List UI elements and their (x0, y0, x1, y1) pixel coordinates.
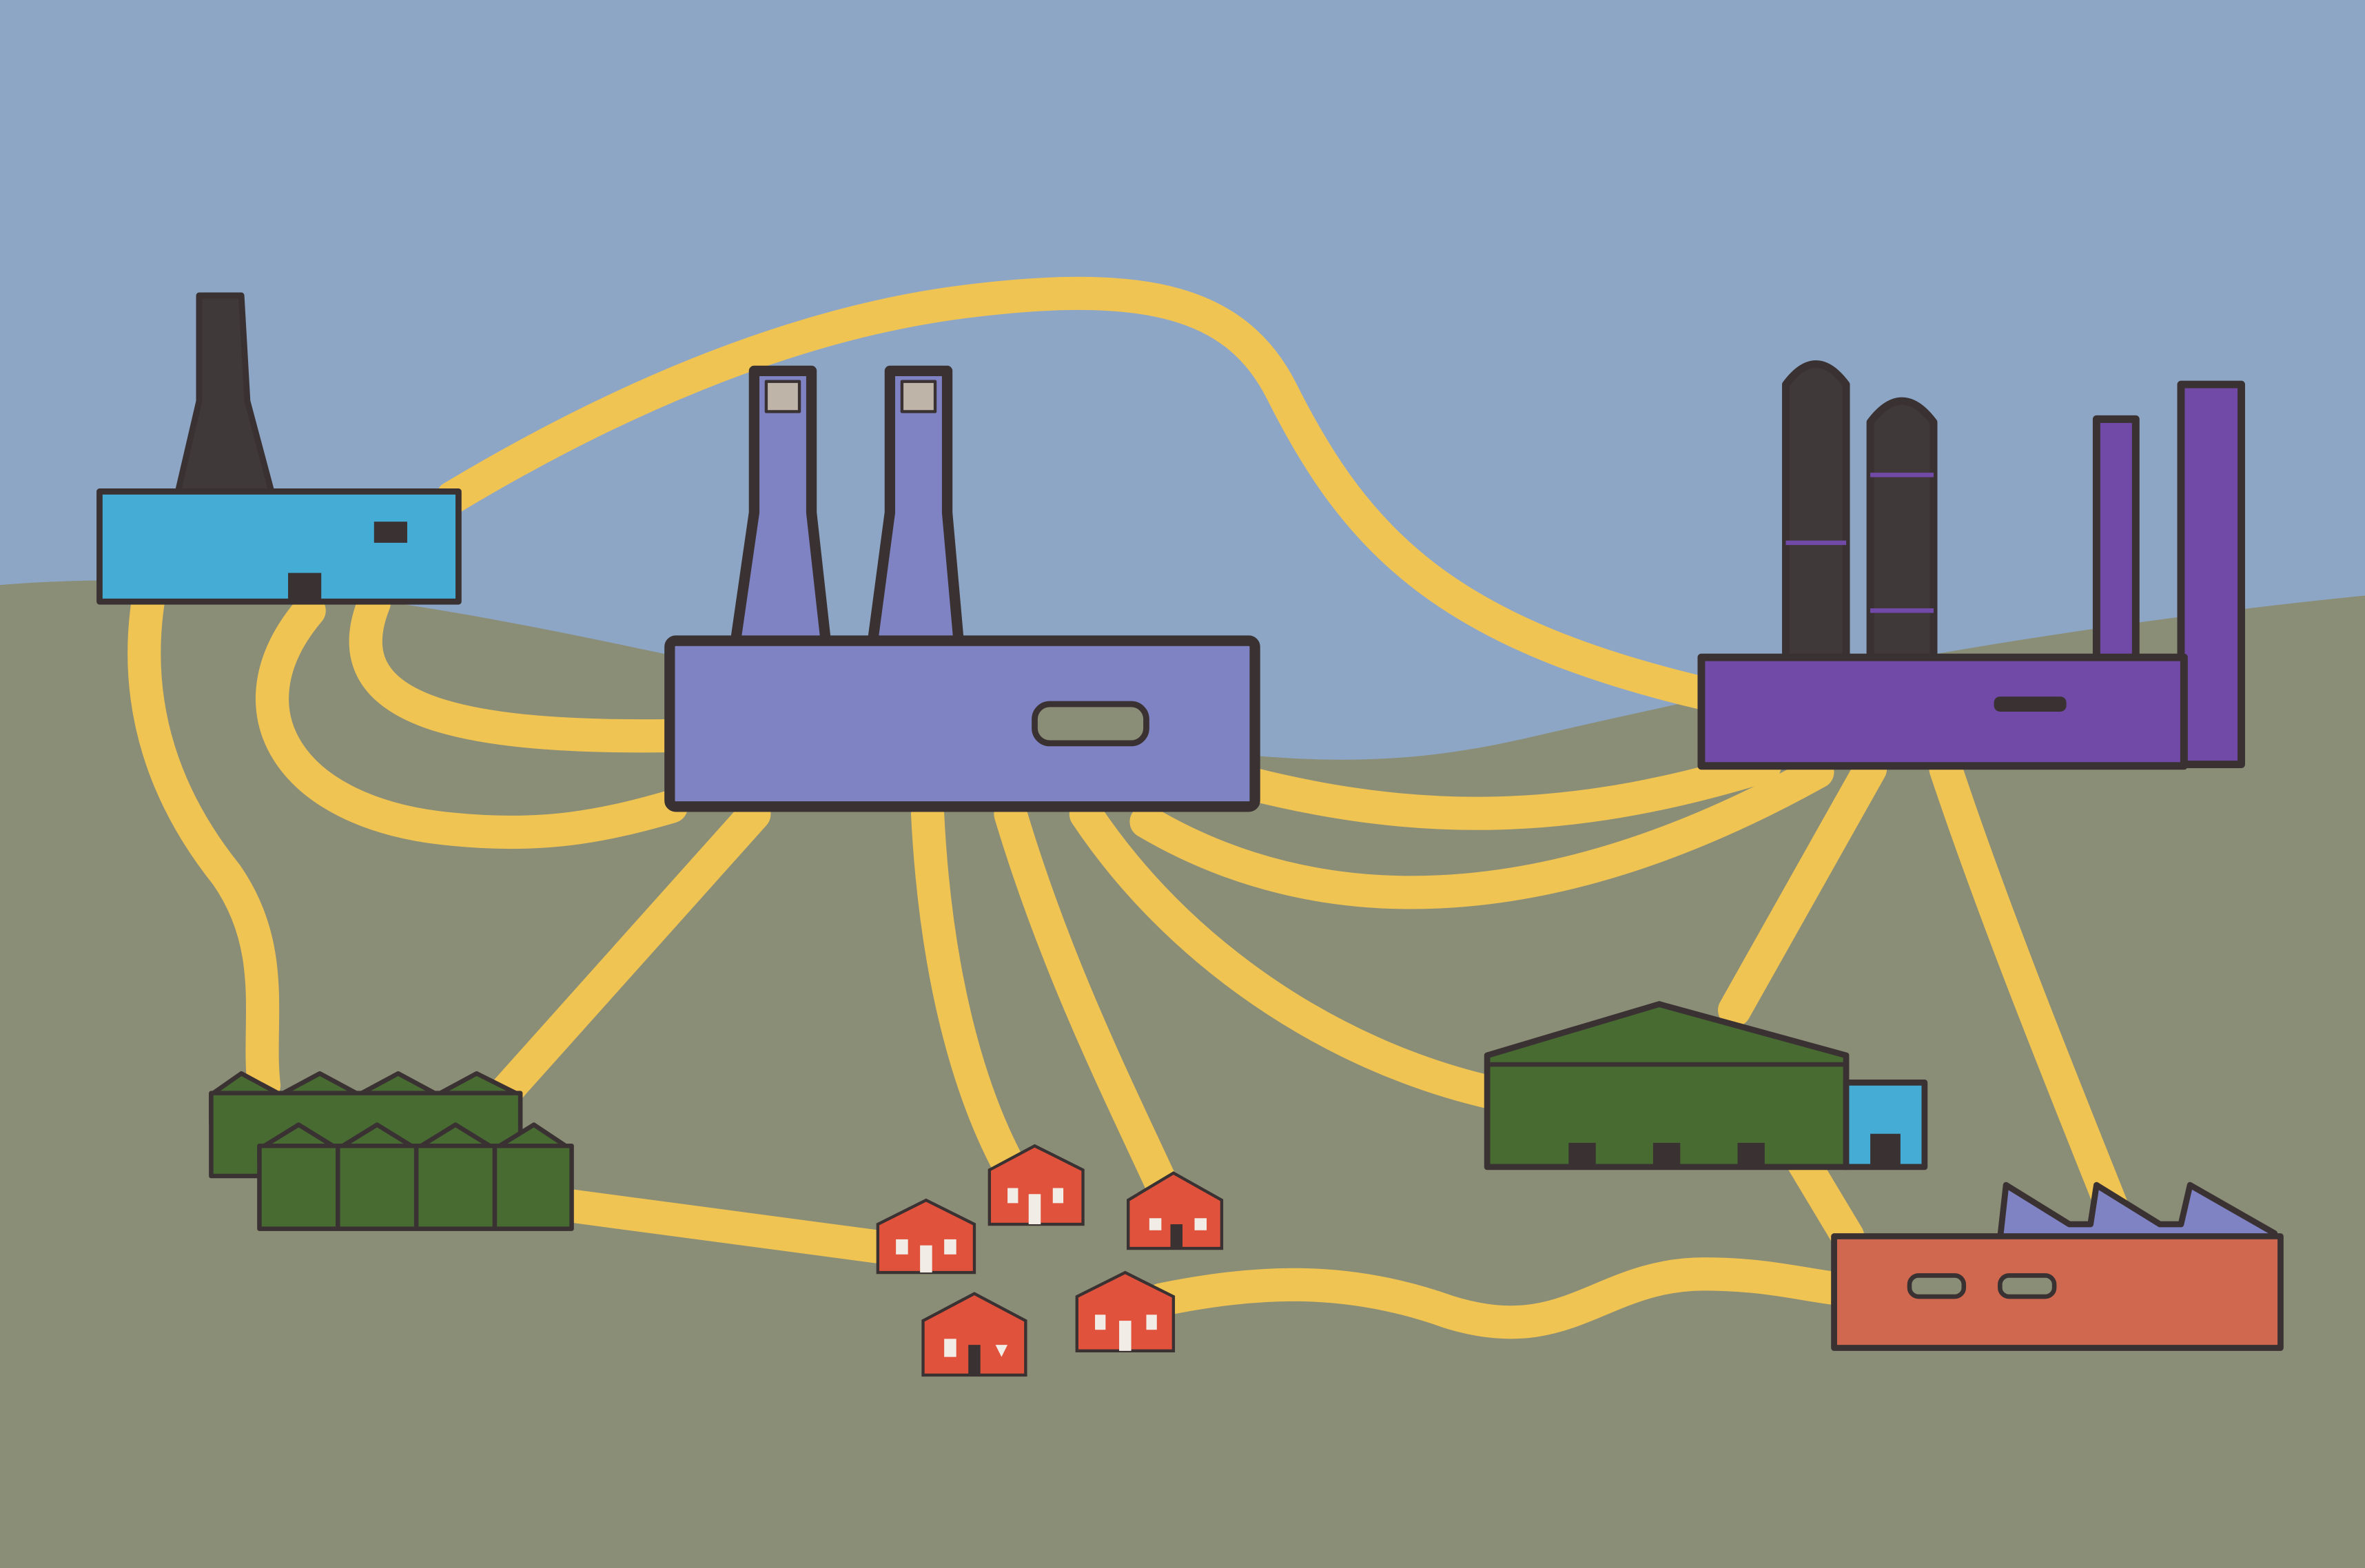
pipeline (481, 797, 771, 1117)
pipeline (436, 276, 1721, 710)
window (1907, 1273, 1967, 1299)
house (921, 1292, 1027, 1377)
refinery-body (1697, 653, 2188, 770)
factory-body (96, 488, 462, 605)
pipeline (556, 1189, 907, 1266)
window (373, 522, 407, 543)
pipeline (1129, 755, 1834, 909)
vent (1994, 697, 2067, 712)
house (1075, 1270, 1176, 1353)
house (876, 1198, 976, 1275)
stack-cap (764, 380, 801, 413)
thin-stack (2092, 415, 2140, 665)
house (1127, 1171, 1224, 1250)
window (1998, 1273, 2057, 1299)
plant-body (664, 635, 1260, 812)
pipeline (911, 797, 1027, 1186)
silo (1866, 397, 1938, 668)
greenhouse-cluster (209, 1071, 574, 1231)
factory-body (1831, 1233, 2284, 1351)
vent (1032, 701, 1149, 747)
pipeline (256, 594, 688, 849)
pipeline (1718, 752, 1887, 1027)
warehouse-door (1652, 1142, 1681, 1167)
pipeline (994, 797, 1178, 1201)
pipeline (1785, 1144, 1865, 1253)
stack-cap (900, 380, 937, 413)
pipeline (1145, 1257, 1857, 1339)
refinery (1697, 360, 2245, 770)
silo (1782, 360, 1850, 668)
sawtooth-factory (1831, 1182, 2284, 1351)
twin-stack-plant (664, 365, 1260, 812)
cyan-factory (96, 292, 462, 605)
annex-door (1870, 1133, 1901, 1167)
warehouse (1484, 1001, 1928, 1170)
pipeline (349, 586, 688, 753)
door (288, 572, 322, 602)
pipeline (1929, 752, 2129, 1223)
pipeline (127, 586, 281, 1102)
housing-cluster (876, 1144, 1224, 1377)
pipeline (1235, 749, 1781, 830)
pipeline (1069, 797, 1510, 1110)
warehouse-door (1568, 1142, 1596, 1167)
warehouse-door (1737, 1142, 1765, 1167)
pipelines (127, 276, 2129, 1339)
tall-stack (2177, 380, 2245, 769)
house (987, 1144, 1085, 1226)
